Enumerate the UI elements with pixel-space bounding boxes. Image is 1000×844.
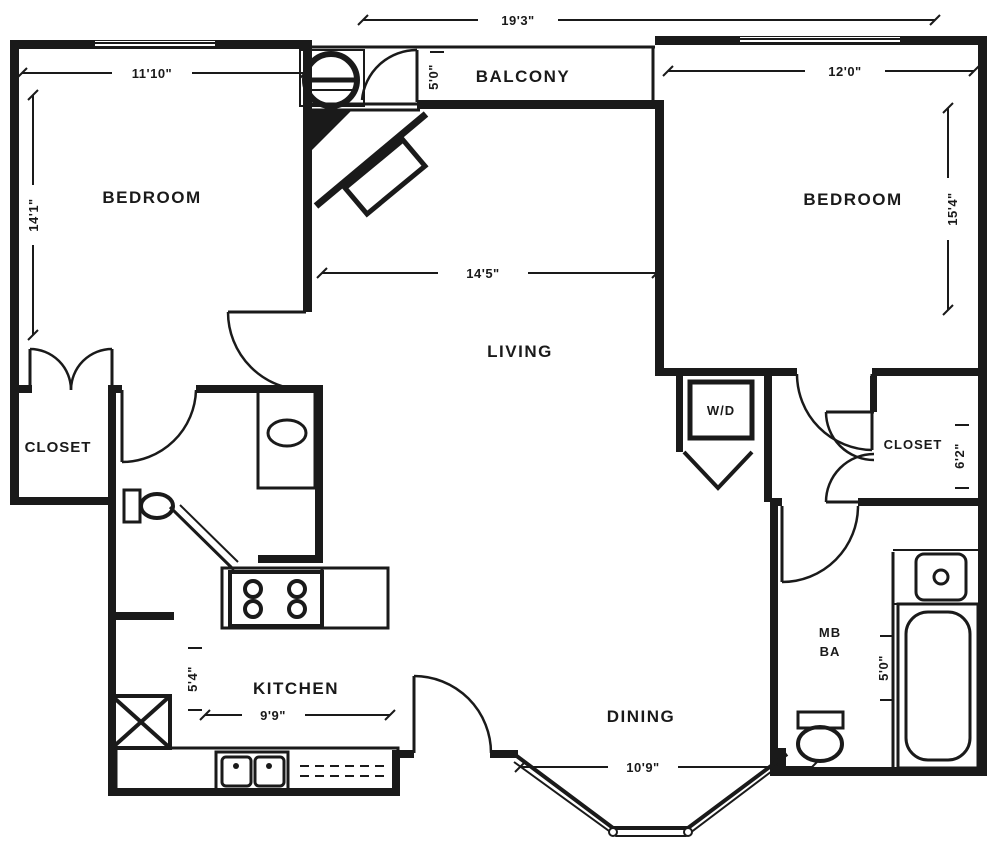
pantry-unit — [110, 694, 172, 750]
dim-dining-width: 10'9" — [626, 760, 659, 775]
dim-kitchen-width: 9'9" — [260, 708, 286, 723]
laundry-bifold-door — [682, 450, 754, 491]
stove-counter — [220, 566, 390, 630]
corner-fireplace — [313, 111, 429, 218]
closet-right-doors — [824, 410, 875, 504]
dim-balcony-depth: 5'0" — [426, 64, 441, 90]
master-bath-label-line2: BA — [820, 644, 841, 659]
kitchen-label: KITCHEN — [253, 679, 339, 698]
toilet-hall-bath — [122, 488, 175, 524]
laundry-label: W/D — [707, 403, 735, 418]
dim-master-bath-width: 5'0" — [876, 655, 891, 681]
living-label: LIVING — [487, 342, 553, 361]
balcony-door — [360, 48, 419, 102]
bath-vanity — [256, 388, 317, 490]
dim-bedroom-right-width: 12'0" — [828, 64, 861, 79]
dim-bedroom-left-width: 11'10" — [132, 66, 172, 81]
bathtub — [891, 552, 980, 770]
shower-door — [168, 504, 239, 572]
window-left-bedroom — [95, 41, 215, 48]
dining-label: DINING — [607, 707, 676, 726]
balcony-label: BALCONY — [476, 67, 571, 86]
thin-outlines — [95, 37, 900, 837]
fixtures — [110, 49, 980, 794]
dim-bedroom-right-depth: 15'4" — [945, 192, 960, 225]
master-bath-label-line1: MB — [819, 625, 841, 640]
master-bath-sink — [893, 549, 978, 602]
dim-living-width: 14'5" — [466, 266, 499, 281]
closet-left-doors — [28, 347, 114, 391]
window-right-bedroom — [740, 37, 900, 44]
bedroom-right-label: BEDROOM — [803, 190, 902, 209]
dimension-lines — [16, 14, 980, 773]
doors — [28, 48, 875, 754]
dim-bedroom-left-depth: 14'1" — [26, 198, 41, 231]
room-labels: BEDROOM BEDROOM LIVING BALCONY KITCHEN D… — [25, 67, 943, 726]
kitchen-sink-counter — [114, 746, 400, 794]
bedroom-left-label: BEDROOM — [102, 188, 201, 207]
washer-dryer-unit — [687, 379, 755, 441]
closet-left-label: CLOSET — [25, 439, 92, 456]
dimension-labels: 19'3" 11'10" 12'0" 14'5" 9'9" 10'9" 14'1… — [26, 13, 967, 775]
dim-closet-right-depth: 6'2" — [952, 443, 967, 469]
bay-window — [512, 752, 789, 837]
bedroom-left-door — [226, 310, 307, 392]
toilet-master-bath — [796, 710, 845, 763]
master-bath-door — [780, 505, 860, 584]
dim-overall-width: 19'3" — [501, 13, 534, 28]
dim-kitchen-depth: 5'4" — [185, 666, 200, 692]
hall-bath-door — [120, 389, 198, 464]
closet-right-label: CLOSET — [884, 437, 943, 452]
walls — [10, 36, 987, 796]
entry-door — [412, 674, 493, 754]
